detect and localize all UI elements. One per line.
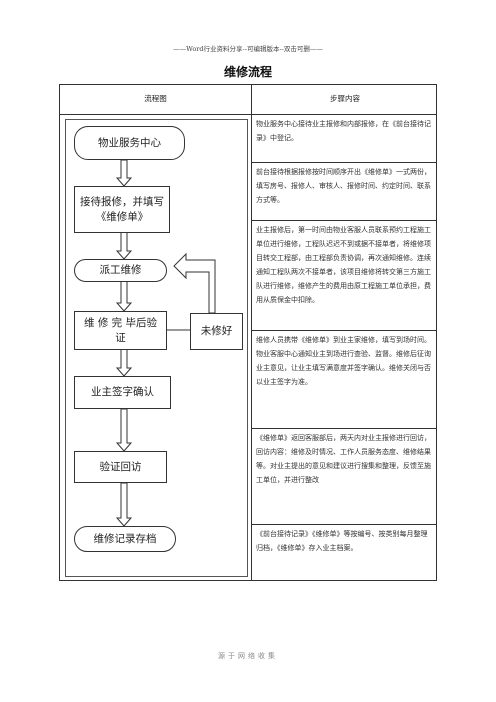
process-table: 流程图 步骤内容 物业服务: [59, 84, 437, 581]
step-item: 维修人员携带《维修单》到业主家维修，填写到场时间。物业客服中心通知业主到场进行查…: [252, 331, 437, 429]
arrow-4: [115, 347, 133, 377]
flowchart-frame: 物业服务中心 接待报修，并填写《维修单》 派工维修 维 修 完 毕后验证 未修好…: [65, 119, 248, 577]
arrow-6: [115, 482, 133, 527]
arrow-3: [115, 279, 133, 312]
step-item: 《维修单》返回客服部后，两天内对业主报修进行回访，回访内容：维修及时情况、工作人…: [252, 429, 437, 525]
step-item: 前台接待根据报修按时间顺序开出《维修单》一式两份，填写房号、报修人、审核人、报修…: [252, 163, 437, 221]
flow-node-verify: 维 修 完 毕后验证: [74, 311, 167, 350]
column-header-steps: 步骤内容: [330, 94, 360, 103]
flow-node-follow-up: 验证回访: [74, 451, 167, 483]
flow-node-receive-report: 接待报修，并填写《维修单》: [74, 186, 170, 233]
flow-node-service-center: 物业服务中心: [74, 126, 185, 160]
column-header-flow: 流程图: [144, 94, 167, 103]
table-header-row: 流程图 步骤内容: [60, 85, 436, 115]
arrow-1: [115, 159, 133, 187]
step-item: 《前台接待记录》《维修单》等按编号、按类别每月整理归档，《维修单》存入业主档案。: [256, 530, 428, 552]
flow-node-not-fixed: 未修好: [190, 313, 243, 350]
flow-node-owner-signature: 业主签字确认: [74, 376, 171, 409]
page-header: ——Word行业资料分享--可编辑版本--双击可删——: [173, 45, 323, 53]
loop-arrow: [173, 252, 216, 314]
page-title: 维修流程: [223, 65, 272, 79]
column-divider: [251, 85, 252, 580]
flow-node-dispatch: 派工维修: [74, 259, 167, 282]
arrow-5: [115, 408, 133, 452]
flow-node-archive: 维修记录存档: [74, 526, 176, 552]
step-item: 业主报修后，第一时间由物业客服人员联系预约工程施工单位进行维修，工程队迟迟不到或…: [252, 221, 437, 331]
step-item: 物业服务中心接待业主报修和内部报修，在《前台接待记录》中登记。: [252, 115, 437, 163]
page-footer: 源于网络收集: [218, 652, 278, 660]
